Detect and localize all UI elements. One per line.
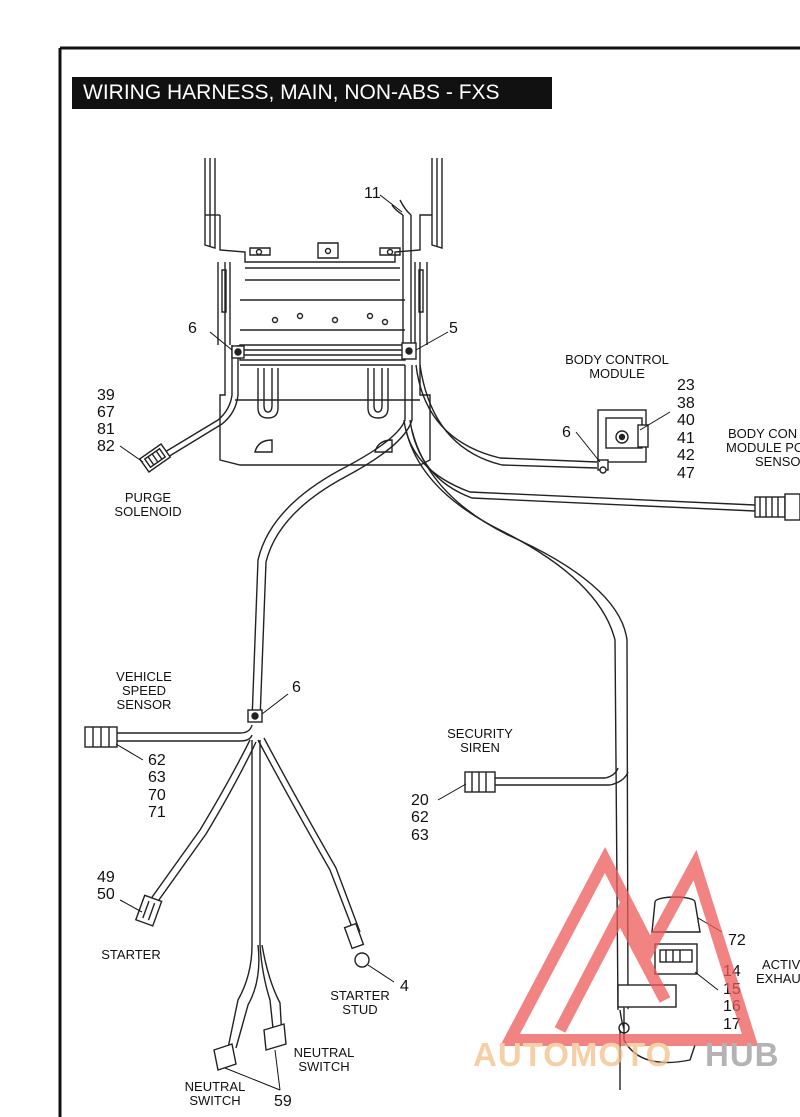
ground-clip-vss [247, 709, 263, 723]
page-title: WIRING HARNESS, MAIN, NON-ABS - FXS [72, 77, 552, 109]
callout-bcm-part: 40 [677, 412, 695, 429]
frame-bracket [204, 158, 443, 466]
callout-starter-part: 50 [97, 886, 115, 903]
starter-connector [134, 894, 163, 927]
callout-exhaust-cover: 72 [728, 932, 746, 949]
page-border [58, 46, 800, 1117]
callout-purge-part: 67 [97, 404, 115, 421]
neutral-switch-connector-left [213, 1043, 237, 1071]
ground-clip-left [231, 345, 245, 359]
label-siren: SIREN [460, 740, 500, 755]
callout-vss-part: 63 [148, 769, 166, 786]
components [84, 342, 800, 1071]
label-neutral-left: SWITCH [189, 1093, 240, 1108]
callout-bcm-part: 42 [677, 447, 695, 464]
callout-vss-part: 62 [148, 752, 166, 769]
callout-siren-part: 62 [411, 809, 429, 826]
callout-bcm-part: 23 [677, 377, 695, 394]
callout-vss-part: 71 [148, 804, 166, 821]
harness-wires [115, 199, 756, 1090]
label-neutral-right: SWITCH [298, 1059, 349, 1074]
label-bcm-power: SENSO [755, 454, 800, 469]
callout-purge-part: 81 [97, 421, 115, 438]
callout-vss-ground: 6 [292, 679, 301, 696]
label-purge: SOLENOID [114, 504, 181, 519]
neutral-switch-connector-right [263, 1023, 287, 1051]
leader-lines [115, 194, 723, 1091]
callout-ground-left: 6 [188, 320, 197, 337]
label-vss: SPEED [122, 683, 166, 698]
callout-harness: 11 [364, 185, 381, 202]
callout-vss-part: 70 [148, 787, 166, 804]
watermark-text-a: AUTOMOTO [473, 1036, 672, 1073]
callout-ground-right: 5 [449, 320, 458, 337]
label-bcm: MODULE [589, 366, 645, 381]
label-bcm: BODY CONTROL [565, 352, 669, 367]
callout-exhaust-part: 17 [723, 1016, 741, 1033]
label-starter-stud: STUD [342, 1002, 377, 1017]
callout-siren-part: 20 [411, 792, 429, 809]
label-starter: STARTER [101, 947, 160, 962]
label-bcm-power: BODY CON [728, 426, 797, 441]
callout-purge-part: 82 [97, 438, 115, 455]
label-exhaust: EXHAU [756, 971, 800, 986]
label-vss: VEHICLE [116, 669, 172, 684]
label-exhaust: ACTIV [762, 957, 800, 972]
label-neutral-right: NEUTRAL [294, 1045, 355, 1060]
label-vss: SENSOR [117, 697, 172, 712]
callout-bcm-ground: 6 [562, 424, 571, 441]
label-neutral-left: NEUTRAL [185, 1079, 246, 1094]
watermark: AUTOMOTO HUB [473, 846, 780, 1073]
label-purge: PURGE [125, 490, 172, 505]
exhaust-connector [654, 943, 698, 975]
callout-siren-part: 63 [411, 827, 429, 844]
callout-starter-part: 49 [97, 869, 115, 886]
starter-stud-ring-terminal [343, 922, 370, 968]
callout-bcm-part: 41 [677, 430, 695, 447]
purge-solenoid-connector [138, 443, 172, 473]
ground-clip-right [401, 342, 417, 360]
bcm-power-sensor-connector [754, 493, 800, 521]
vehicle-speed-sensor-connector [84, 726, 118, 748]
component-labels: BODY CONTROL MODULE BODY CON MODULE PO S… [101, 352, 800, 1108]
callout-purge-part: 39 [97, 387, 115, 404]
watermark-text-b: HUB [705, 1036, 780, 1073]
label-bcm-power: MODULE PO [726, 440, 800, 455]
callout-neutral: 59 [274, 1093, 292, 1110]
callout-bcm-part: 38 [677, 395, 695, 412]
label-siren: SECURITY [447, 726, 513, 741]
callout-starter-stud: 4 [400, 978, 409, 995]
callout-bcm-part: 47 [677, 465, 695, 482]
body-control-module [597, 409, 649, 474]
security-siren-connector [464, 771, 496, 793]
label-starter-stud: STARTER [330, 988, 389, 1003]
watermark-logo [500, 846, 759, 1046]
